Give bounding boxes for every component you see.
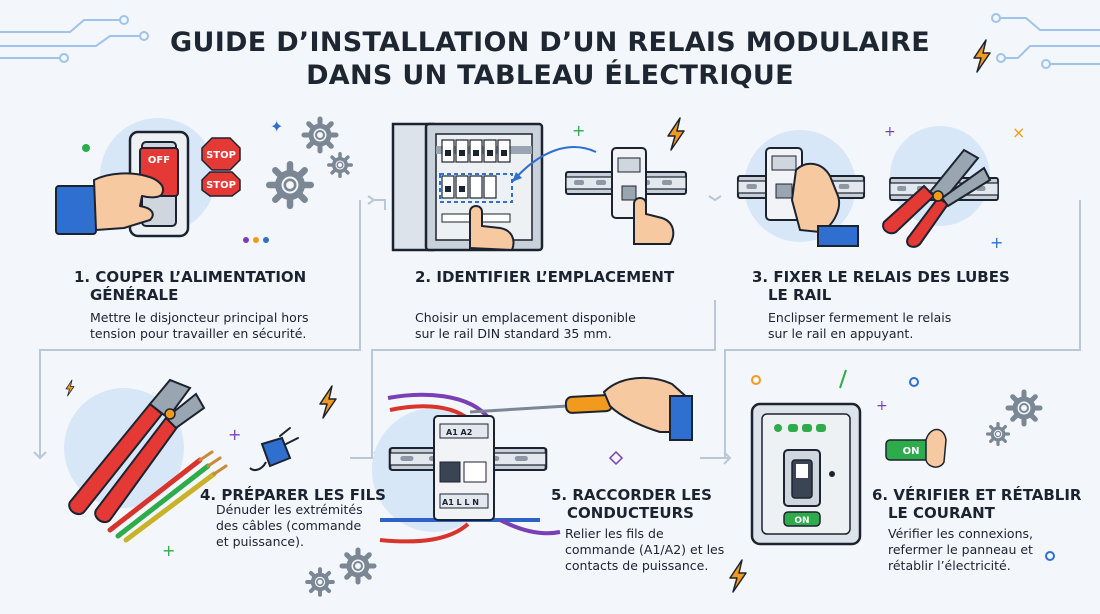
step6-description: Vérifier les connexions, refermer le pan…	[888, 526, 1033, 573]
step1-title: 1. COUPER L’ALIMENTATION GÉNÉRALE	[74, 268, 307, 304]
gear-icon	[342, 550, 374, 582]
arrow-icon	[511, 146, 597, 183]
dot-decor	[751, 375, 761, 385]
sparkle-icon: +	[990, 233, 1003, 252]
step1-description: Mettre le disjoncteur principal hors ten…	[90, 310, 309, 341]
title-line-2: DANS UN TABLEAU ÉLECTRIQUE	[306, 60, 794, 91]
wire-stripper-icon	[68, 402, 164, 516]
dot-decor	[243, 237, 249, 243]
terminal-label-a1lln: A1 L L N	[442, 498, 479, 507]
sparkle-icon: +	[228, 425, 241, 444]
step5-description: Relier les fils de commande (A1/A2) et l…	[565, 526, 725, 573]
sparkle-icon	[608, 450, 624, 466]
svg-text:ON: ON	[903, 446, 920, 457]
page-title: GUIDE D’INSTALLATION D’UN RELAIS MODULAI…	[0, 26, 1100, 92]
step2-illustration: +	[391, 117, 687, 252]
step5-illustration: A1 A2 A1 L L N	[372, 376, 694, 544]
sparkle-icon: +	[572, 121, 585, 140]
title-line-1: GUIDE D’INSTALLATION D’UN RELAIS MODULAI…	[170, 27, 930, 58]
circuit-lines-right	[991, 13, 1100, 69]
step4-title: 4. PRÉPARER LES FILS	[200, 486, 386, 504]
step3-illustration: + × +	[736, 123, 1025, 252]
sparkle-icon: +	[884, 124, 896, 140]
stop-sign-icon: STOP	[201, 171, 241, 197]
lightning-bolt-icon	[667, 117, 685, 151]
step6-illustration: ON ON +	[729, 369, 1055, 593]
step6-title: 6. VÉRIFIER ET RÉTABLIR LE COURANT	[872, 486, 1082, 522]
hand-icon	[469, 205, 515, 252]
gear-icon	[327, 152, 353, 178]
hand-icon	[633, 197, 675, 245]
stop-sign-icon: STOP	[201, 137, 241, 171]
step3-title: 3. FIXER LE RELAIS DES LUBES LE RAIL	[752, 268, 1010, 304]
dot-decor	[82, 144, 90, 152]
step4-illustration: + +	[64, 378, 374, 595]
sparkle-icon: ×	[1012, 123, 1025, 142]
step1-illustration: OFF STOP STOP ✦	[55, 117, 353, 243]
sparkle-icon: +	[876, 398, 888, 414]
sparkle-icon	[839, 369, 847, 389]
step2-title: 2. IDENTIFIER L’EMPLACEMENT	[415, 268, 675, 286]
sleeve-cuff	[55, 185, 97, 235]
on-toggle-icon: ON	[885, 428, 947, 468]
gear-icon	[269, 164, 311, 206]
pliers-icon	[882, 184, 936, 235]
gear-icon	[304, 119, 336, 151]
svg-text:ON: ON	[794, 516, 809, 526]
off-label: OFF	[148, 155, 170, 166]
lightning-bolt-icon	[319, 385, 337, 419]
step3-description: Enclipser fermement le relais sur le rai…	[768, 310, 952, 341]
gear-icon	[985, 421, 1011, 447]
svg-text:STOP: STOP	[206, 150, 236, 161]
lightning-bolt-icon	[65, 379, 75, 397]
sparkle-icon: +	[162, 541, 175, 560]
dot-decor	[1045, 551, 1055, 561]
svg-text:STOP: STOP	[206, 180, 236, 191]
lightning-bolt-icon	[729, 559, 747, 593]
circuit-lines-left	[0, 15, 149, 63]
step4-description: Dénuder les extrémités des câbles (comma…	[216, 502, 363, 549]
flow-arrowheads	[33, 195, 732, 465]
on-indicator	[783, 511, 821, 527]
gear-icon	[307, 569, 333, 595]
sparkle-icon: ✦	[270, 117, 283, 136]
step5-title: 5. RACCORDER LES CONDUCTEURS	[551, 486, 712, 522]
hand-icon	[93, 172, 164, 231]
gear-icon	[1008, 392, 1040, 424]
step2-description: Choisir un emplacement disponible sur le…	[415, 310, 636, 341]
terminal-label-a1a2: A1 A2	[446, 428, 472, 437]
dot-decor	[909, 377, 919, 387]
dot-decor	[253, 237, 259, 243]
plug-icon	[249, 427, 299, 471]
dot-decor	[263, 237, 269, 243]
